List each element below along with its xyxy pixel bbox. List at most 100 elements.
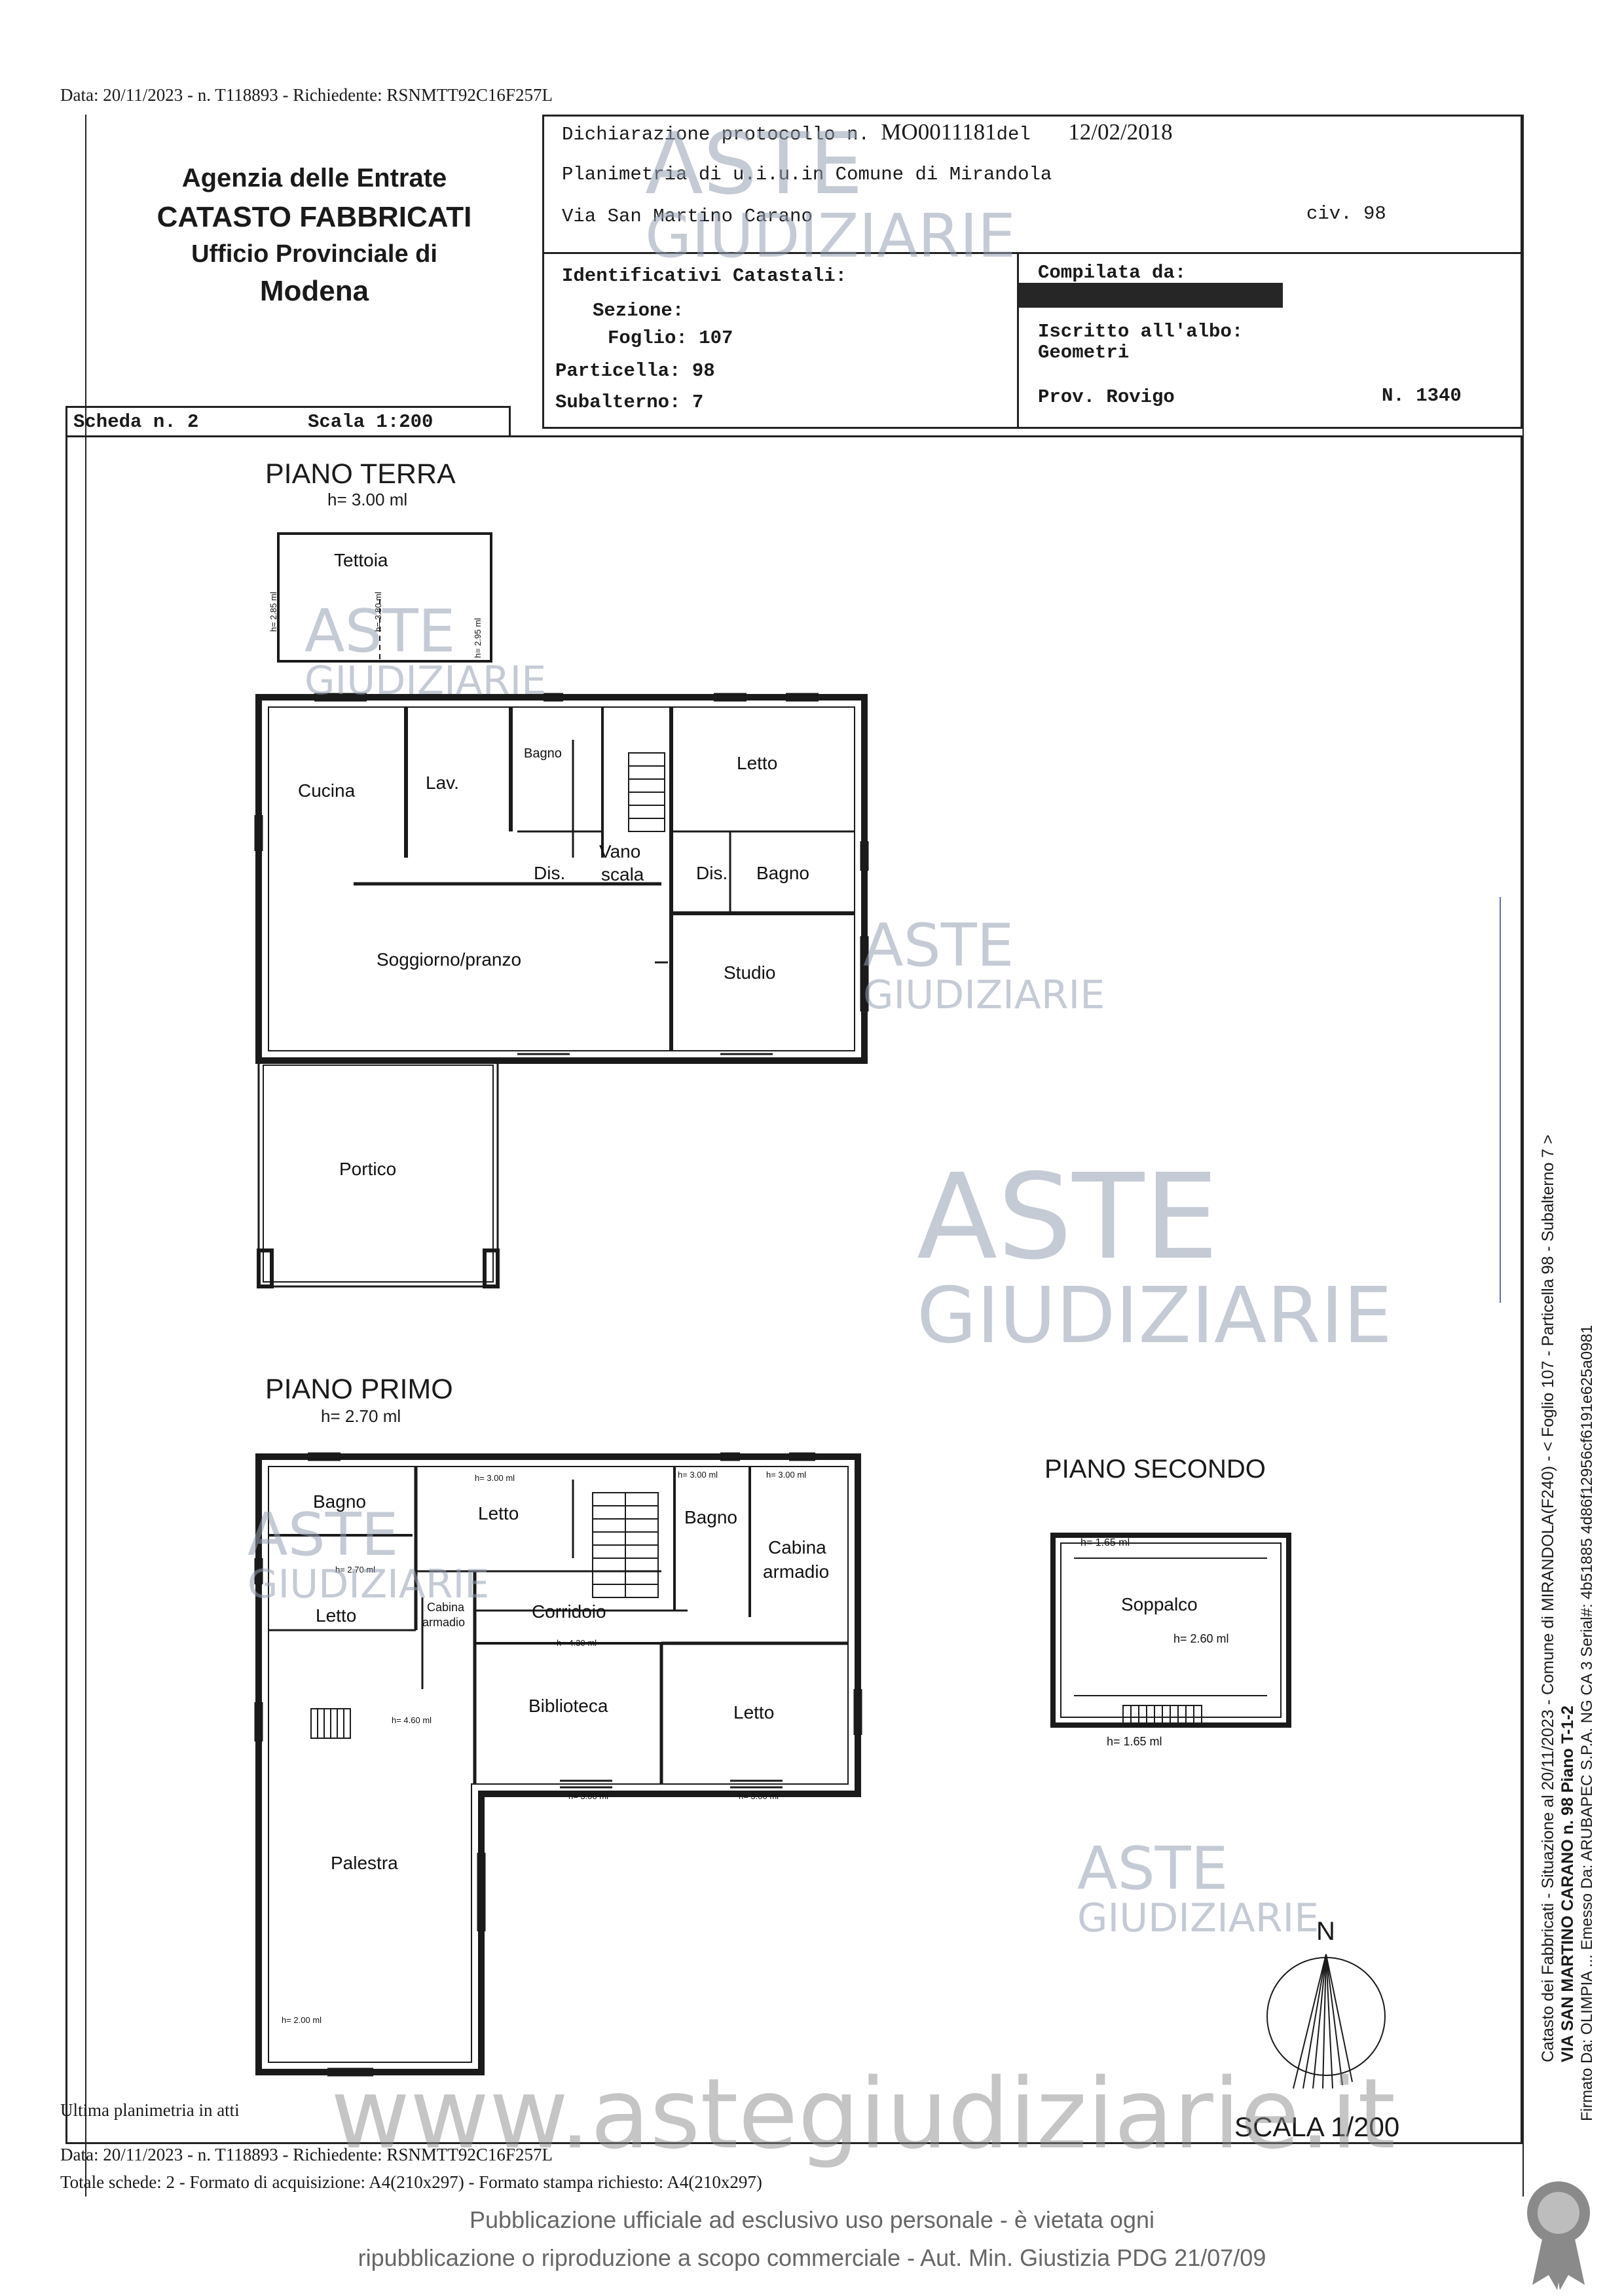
room-bagno-ground: Bagno xyxy=(524,746,562,761)
ground-floor-height: h= 3.00 ml xyxy=(327,490,408,509)
room-dis-left: Dis. xyxy=(534,863,566,883)
footer-totale: Totale schede: 2 - Formato di acquisizio… xyxy=(60,2172,762,2192)
declaration-box xyxy=(542,115,1522,429)
scheda-number: Scheda n. 2 xyxy=(73,411,199,433)
room-armadio: armadio xyxy=(763,1561,830,1582)
room-tettoia: Tettoia xyxy=(334,550,388,570)
room-corridoio: Corridoio xyxy=(532,1601,606,1622)
room-cabina-small: Cabina xyxy=(427,1601,465,1614)
room-letto-first-top: Letto xyxy=(478,1503,519,1523)
protocol-label: Dichiarazione protocollo n. xyxy=(562,124,870,145)
room-bagno-ground-right: Bagno xyxy=(756,863,809,883)
room-letto-first-left: Letto xyxy=(316,1605,357,1626)
watermark-giudiziarie-3: GIUDIZIARIE xyxy=(863,972,1105,1018)
room-bagno-first-right: Bagno xyxy=(684,1507,737,1527)
room-letto-first-right: Letto xyxy=(733,1702,775,1722)
room-portico: Portico xyxy=(339,1159,397,1179)
second-floor-title: PIANO SECONDO xyxy=(1044,1455,1266,1484)
room-palestra: Palestra xyxy=(331,1853,398,1873)
first-floor-title: PIANO PRIMO xyxy=(265,1374,453,1405)
watermark-aste-6: ASTE xyxy=(1077,1834,1228,1903)
civ-number: civ. 98 xyxy=(1306,203,1386,225)
watermark-aste-1: ASTE xyxy=(645,114,863,213)
protocol-date: 12/02/2018 xyxy=(1068,119,1173,145)
watermark-giudiziarie-2: GIUDIZIARIE xyxy=(304,658,547,704)
planimetria-line: Planimetria di u.i.u.in Comune di Mirand… xyxy=(562,164,1052,185)
sezione-field: Sezione: xyxy=(593,300,684,321)
room-biblioteca: Biblioteca xyxy=(528,1696,608,1716)
watermark-bottom-right: ASTE GIUDIZIARIE xyxy=(1077,1834,1320,1941)
side-via-line: VIA SAN MARTINO CARANO n. 98 Piano T-1-2 xyxy=(1559,1705,1577,2062)
watermark-ground-left: ASTE GIUDIZIARIE xyxy=(304,602,546,701)
watermark-first-left: ASTE GIUDIZIARIE xyxy=(248,1501,490,1607)
room-armadio-small: armadio xyxy=(422,1616,466,1629)
catasto-title: CATASTO FABBRICATI xyxy=(157,201,472,233)
agency-name: Agenzia delle Entrate xyxy=(181,164,447,192)
watermark-giudiziarie-6: GIUDIZIARIE xyxy=(1077,1895,1320,1941)
frame-right xyxy=(1522,115,1524,2196)
protocol-line: Dichiarazione protocollo n. MO0011181del… xyxy=(562,119,1173,145)
room-lav: Lav. xyxy=(426,773,459,793)
watermark-ground-right: ASTE GIUDIZIARIE xyxy=(863,917,1105,1015)
room-soppalco: Soppalco xyxy=(1121,1594,1198,1614)
watermark-aste-4: ASTE xyxy=(917,1149,1219,1286)
soppalco-height-mid: h= 2.60 ml xyxy=(1173,1632,1229,1645)
protocol-number: MO0011181 xyxy=(881,119,997,145)
height-3-00-e: h= 3.00 ml xyxy=(739,1791,779,1801)
drawing-frame xyxy=(65,435,1522,2144)
footer-data-line: Data: 20/11/2023 - n. T118893 - Richiede… xyxy=(60,2145,553,2164)
room-letto-ground: Letto xyxy=(737,753,778,773)
side-catasto-line: Catasto dei Fabbricati - Situazione al 2… xyxy=(1539,1135,1557,2062)
declaration-divider-v xyxy=(1017,252,1019,429)
height-3-00-a: h= 3.00 ml xyxy=(475,1473,515,1483)
room-bagno-first-left: Bagno xyxy=(313,1491,366,1512)
particella-field: Particella: 98 xyxy=(555,360,715,382)
room-cabina: Cabina xyxy=(768,1537,826,1558)
room-vano: Vano xyxy=(599,841,641,862)
watermark-aste-2: ASTE xyxy=(304,597,456,666)
watermark-header: ASTE GIUDIZIARIE xyxy=(645,121,1016,266)
header-data-line: Data: 20/11/2023 - n. T118893 - Richiede… xyxy=(60,85,553,105)
first-floor-height: h= 2.70 ml xyxy=(321,1406,401,1426)
height-3-00-d: h= 3.00 ml xyxy=(568,1791,609,1801)
height-3-00-c: h= 3.00 ml xyxy=(766,1470,807,1480)
watermark-giudiziarie-5: GIUDIZIARIE xyxy=(248,1561,490,1607)
soppalco-height-bottom: h= 1.65 ml xyxy=(1107,1735,1162,1748)
room-scala: scala xyxy=(601,864,644,884)
soppalco-height-top: h= 1.65 ml xyxy=(1080,1537,1130,1548)
north-label: N xyxy=(1316,1917,1335,1946)
room-cucina: Cucina xyxy=(298,780,356,801)
watermark-giudiziarie-4: GIUDIZIARIE xyxy=(917,1270,1392,1360)
numero-albo: N. 1340 xyxy=(1382,385,1462,407)
scale-bottom: SCALA 1/200 xyxy=(1234,2111,1400,2142)
prov-value: Prov. Rovigo xyxy=(1038,386,1175,408)
footer-publication-line1: Pubblicazione ufficiale ad esclusivo uso… xyxy=(470,2206,1154,2233)
watermark-center: ASTE GIUDIZIARIE xyxy=(917,1149,1392,1360)
albo-value: Geometri xyxy=(1038,342,1130,363)
room-studio: Studio xyxy=(724,962,776,983)
side-firmato-line: Firmato Da: OLIMPIA ... Emesso Da: ARUBA… xyxy=(1578,1324,1596,2121)
watermark-website: www.astegiudiziarie.it xyxy=(331,2058,1396,2170)
compiler-name-redacted xyxy=(1019,283,1283,308)
subalterno-field: Subalterno: 7 xyxy=(555,392,704,413)
ground-floor-title: PIANO TERRA xyxy=(265,458,456,490)
watermark-aste-5: ASTE xyxy=(248,1501,399,1569)
footer-ultima: Ultima planimetria in atti xyxy=(60,2100,240,2120)
height-2-70: h= 2.70 ml xyxy=(335,1565,376,1575)
height-4-30: h= 4.30 ml xyxy=(557,1638,597,1648)
office-city: Modena xyxy=(259,275,369,307)
identifiers-title: Identificativi Catastali: xyxy=(562,265,847,287)
iscritto-label: Iscritto all'albo: xyxy=(1038,321,1244,342)
address-line: Via San Martino Carano xyxy=(562,206,813,227)
del-label: del xyxy=(996,124,1031,145)
declaration-divider-h xyxy=(542,252,1522,254)
office-block: Agenzia delle Entrate CATASTO FABBRICATI… xyxy=(92,164,537,308)
frame-left xyxy=(85,115,86,2196)
ufficio-label: Ufficio Provinciale di xyxy=(191,240,437,268)
height-3-00-b: h= 3.00 ml xyxy=(678,1470,718,1480)
room-dis-right: Dis. xyxy=(696,863,728,883)
